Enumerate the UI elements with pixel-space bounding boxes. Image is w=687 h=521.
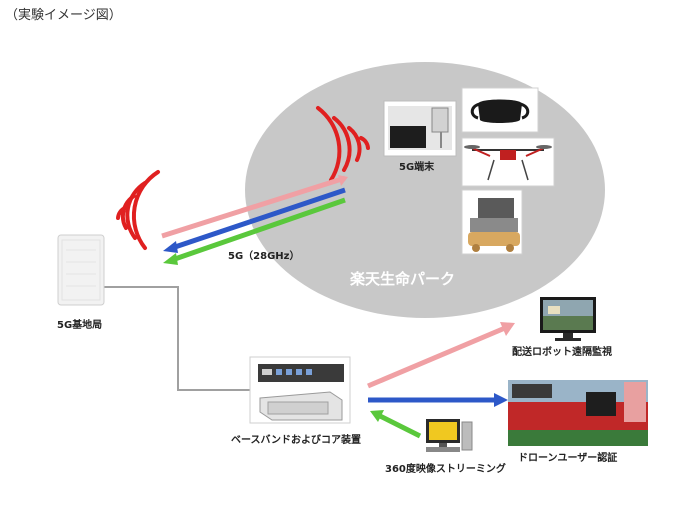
streaming-label: 360度映像ストリーミング	[385, 464, 506, 475]
stadium-photo	[508, 380, 648, 446]
radio-wave-icon	[116, 170, 160, 250]
robot-monitor-label: 配送ロボット遠隔監視	[512, 347, 612, 358]
base-station-label: 5G基地局	[57, 320, 103, 331]
terminal-photo	[383, 100, 457, 157]
5g-link-arrows	[161, 175, 348, 265]
base-to-core-line	[103, 286, 258, 391]
drone-auth-label: ドローンユーザー認証	[518, 453, 618, 464]
radio-wave-icon	[316, 106, 370, 182]
base-station-icon	[57, 234, 105, 306]
diagram-caption: （実験イメージ図）	[5, 8, 122, 23]
drone-photo	[461, 137, 555, 187]
pc-icon	[426, 419, 473, 452]
vr-headset-photo	[461, 87, 539, 133]
core-arrows	[367, 322, 515, 439]
core-label: ベースバンドおよびコア装置	[231, 435, 361, 446]
delivery-robot-photo	[461, 189, 523, 255]
park-label: 楽天生命パーク	[350, 270, 456, 288]
terminal-label: 5G端末	[399, 162, 435, 173]
monitor-icon	[540, 297, 596, 341]
core-equipment-icon	[249, 356, 351, 424]
link-label: 5G（28GHz）	[228, 251, 300, 262]
